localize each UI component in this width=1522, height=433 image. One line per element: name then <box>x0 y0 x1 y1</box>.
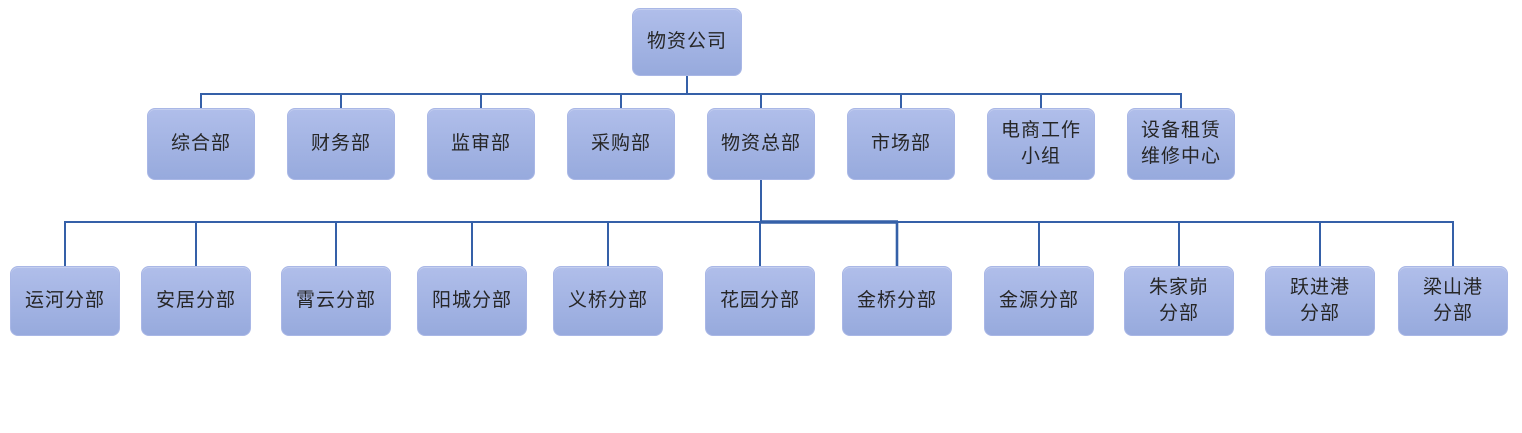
org-node-root: 物资公司 <box>632 8 742 76</box>
org-node-dept-3: 监审部 <box>427 108 535 180</box>
org-node-dept-2: 财务部 <box>287 108 395 180</box>
org-node-dept-8: 设备租赁 维修中心 <box>1127 108 1235 180</box>
org-node-dept-7: 电商工作 小组 <box>987 108 1095 180</box>
org-node-dept-5: 物资总部 <box>707 108 815 180</box>
org-node-branch-7: 金桥分部 <box>842 266 952 336</box>
org-node-branch-10: 跃进港 分部 <box>1265 266 1375 336</box>
org-node-dept-6: 市场部 <box>847 108 955 180</box>
org-node-branch-6: 花园分部 <box>705 266 815 336</box>
org-node-branch-3: 霄云分部 <box>281 266 391 336</box>
org-node-dept-4: 采购部 <box>567 108 675 180</box>
org-node-branch-1: 运河分部 <box>10 266 120 336</box>
org-node-branch-4: 阳城分部 <box>417 266 527 336</box>
org-node-branch-2: 安居分部 <box>141 266 251 336</box>
org-node-branch-9: 朱家峁 分部 <box>1124 266 1234 336</box>
org-node-dept-1: 综合部 <box>147 108 255 180</box>
org-node-branch-8: 金源分部 <box>984 266 1094 336</box>
org-node-branch-11: 梁山港 分部 <box>1398 266 1508 336</box>
org-node-branch-5: 义桥分部 <box>553 266 663 336</box>
